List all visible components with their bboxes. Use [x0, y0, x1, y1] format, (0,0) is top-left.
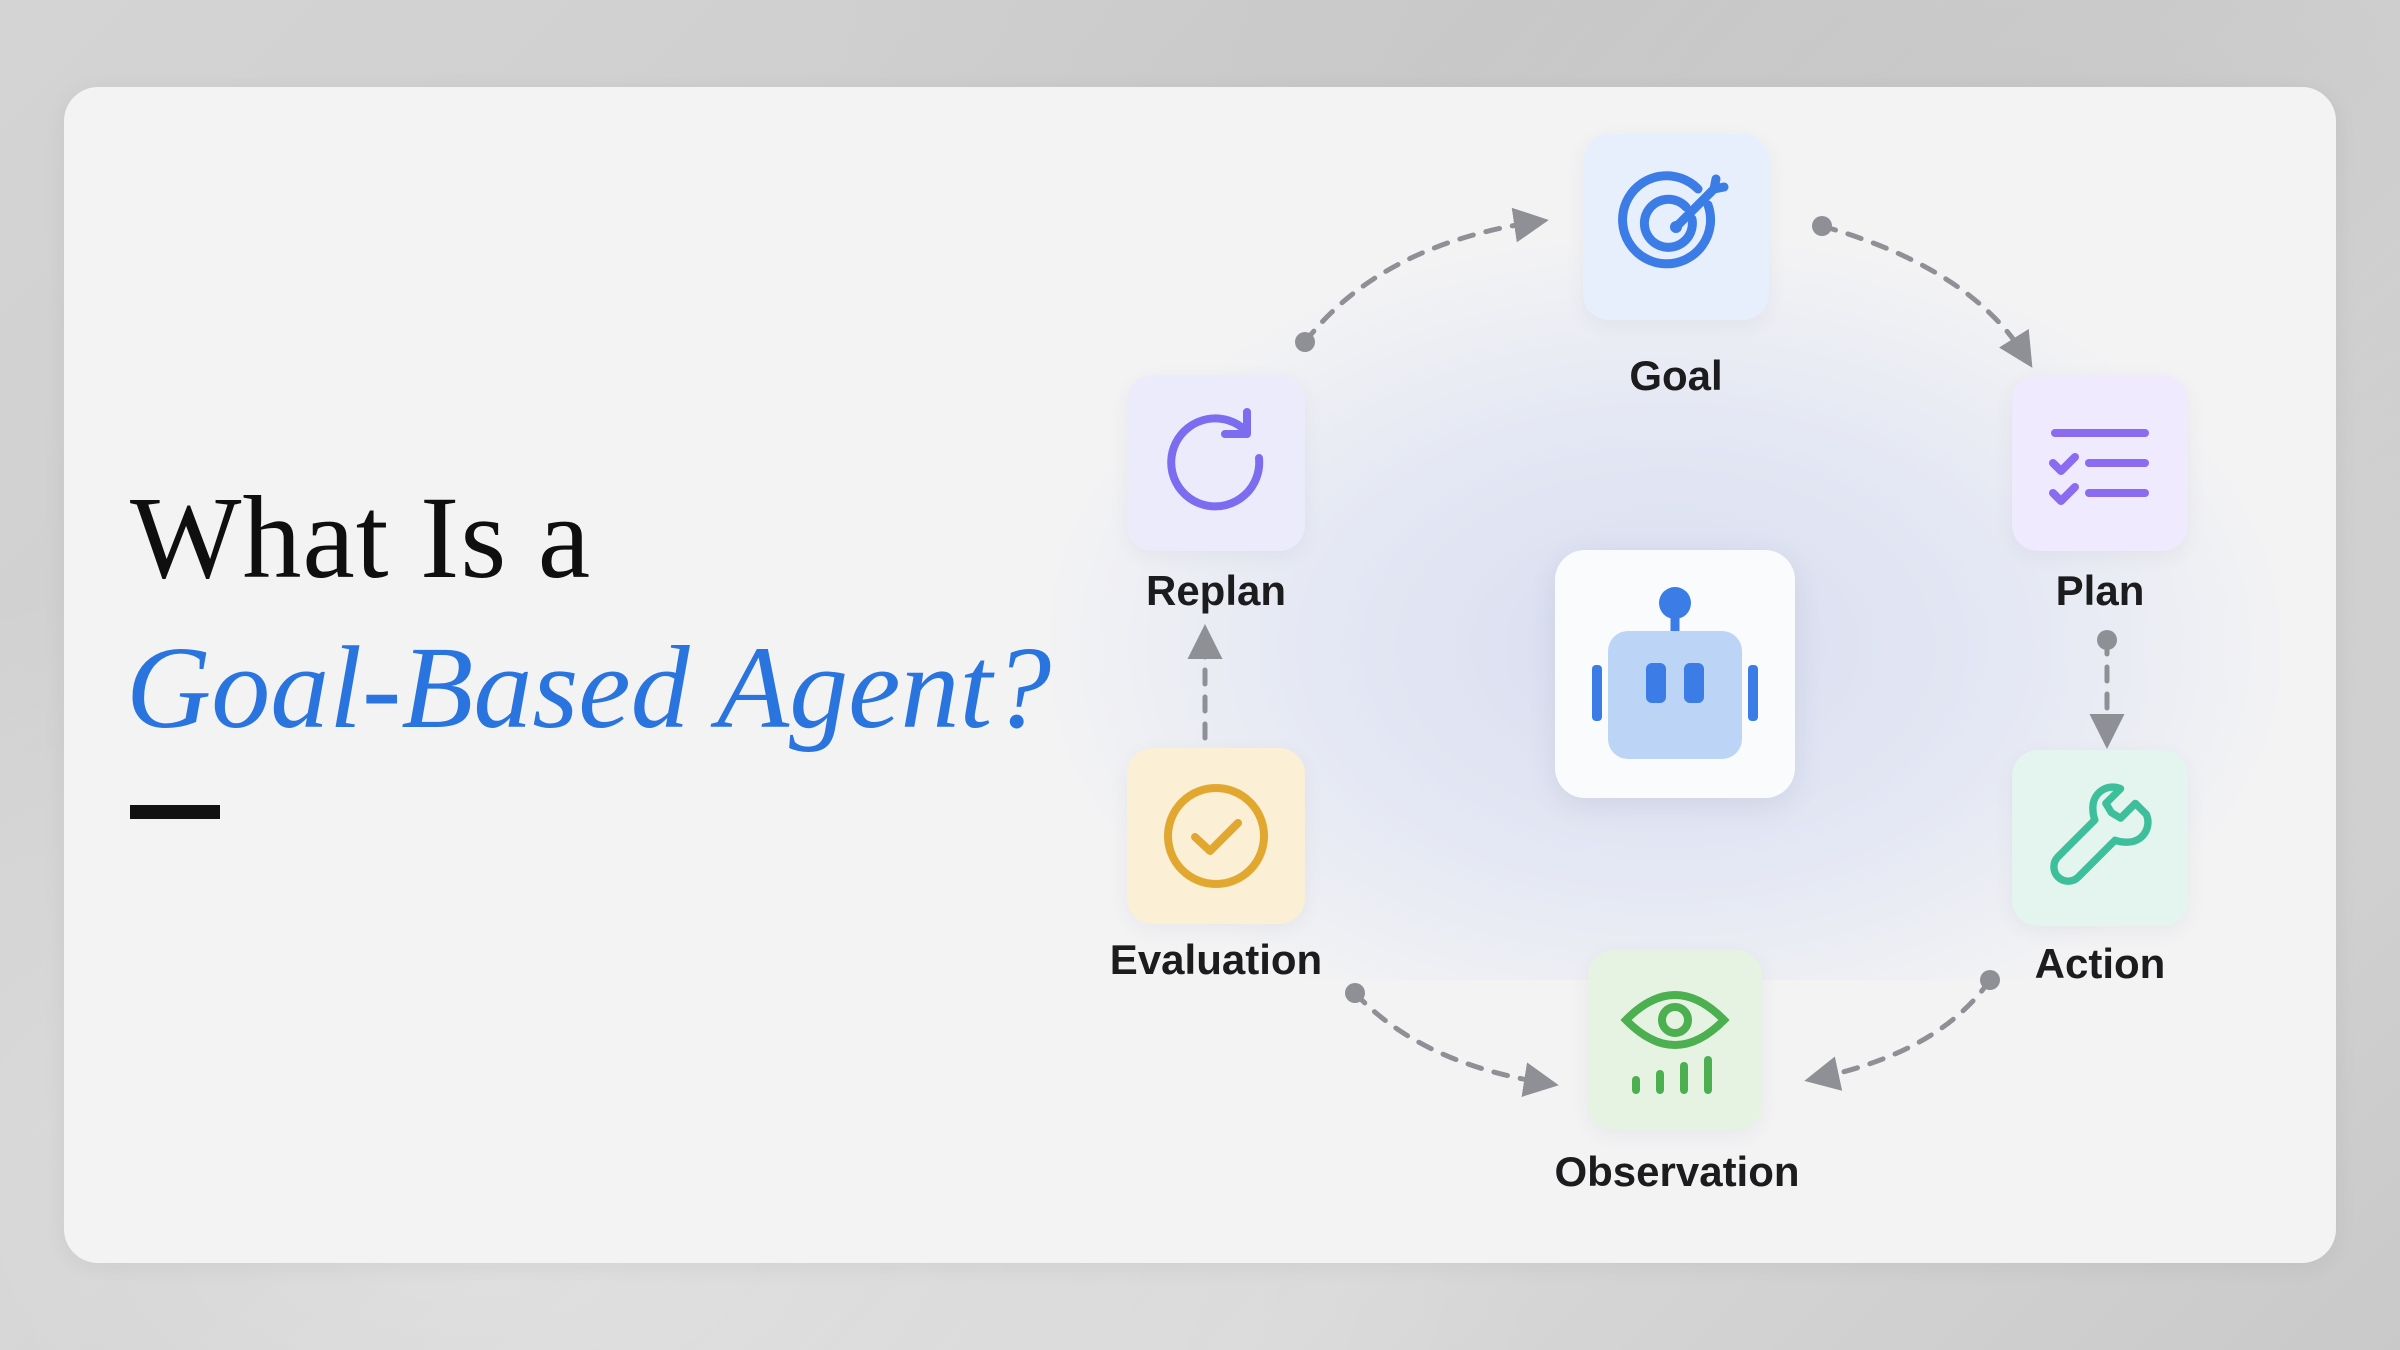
goal-node [1583, 134, 1769, 320]
eye-chart-icon [1620, 991, 1730, 1094]
title-underline [130, 805, 220, 819]
wrench-icon [2050, 783, 2152, 885]
observation-node [1588, 950, 1762, 1130]
page-title-line1: What Is a [130, 472, 592, 603]
observation-label: Observation [1554, 1148, 1800, 1195]
arrow-goal-to-plan [1819, 223, 2033, 368]
goal-label: Goal [1629, 352, 1723, 399]
robot-icon [1592, 587, 1758, 759]
arrow-replan-to-goal [1302, 207, 1549, 345]
action-node [2012, 750, 2188, 926]
arrow-action-to-observation [1804, 977, 1993, 1091]
replan-label: Replan [1145, 567, 1287, 614]
check-circle-icon [1164, 784, 1268, 888]
evaluation-label: Evaluation [1109, 936, 1323, 983]
refresh-icon [1167, 408, 1264, 511]
target-icon [1618, 171, 1729, 269]
plan-label: Plan [2055, 567, 2145, 614]
arrow-evaluation-to-observation [1352, 990, 1559, 1097]
plan-node [2012, 375, 2188, 551]
action-label: Action [2034, 940, 2166, 987]
evaluation-node [1127, 748, 1305, 924]
center-agent-node [1555, 550, 1795, 798]
checklist-icon [2049, 429, 2149, 505]
page-title-line2: Goal-Based Agent? [126, 622, 1052, 753]
replan-node [1127, 375, 1305, 551]
